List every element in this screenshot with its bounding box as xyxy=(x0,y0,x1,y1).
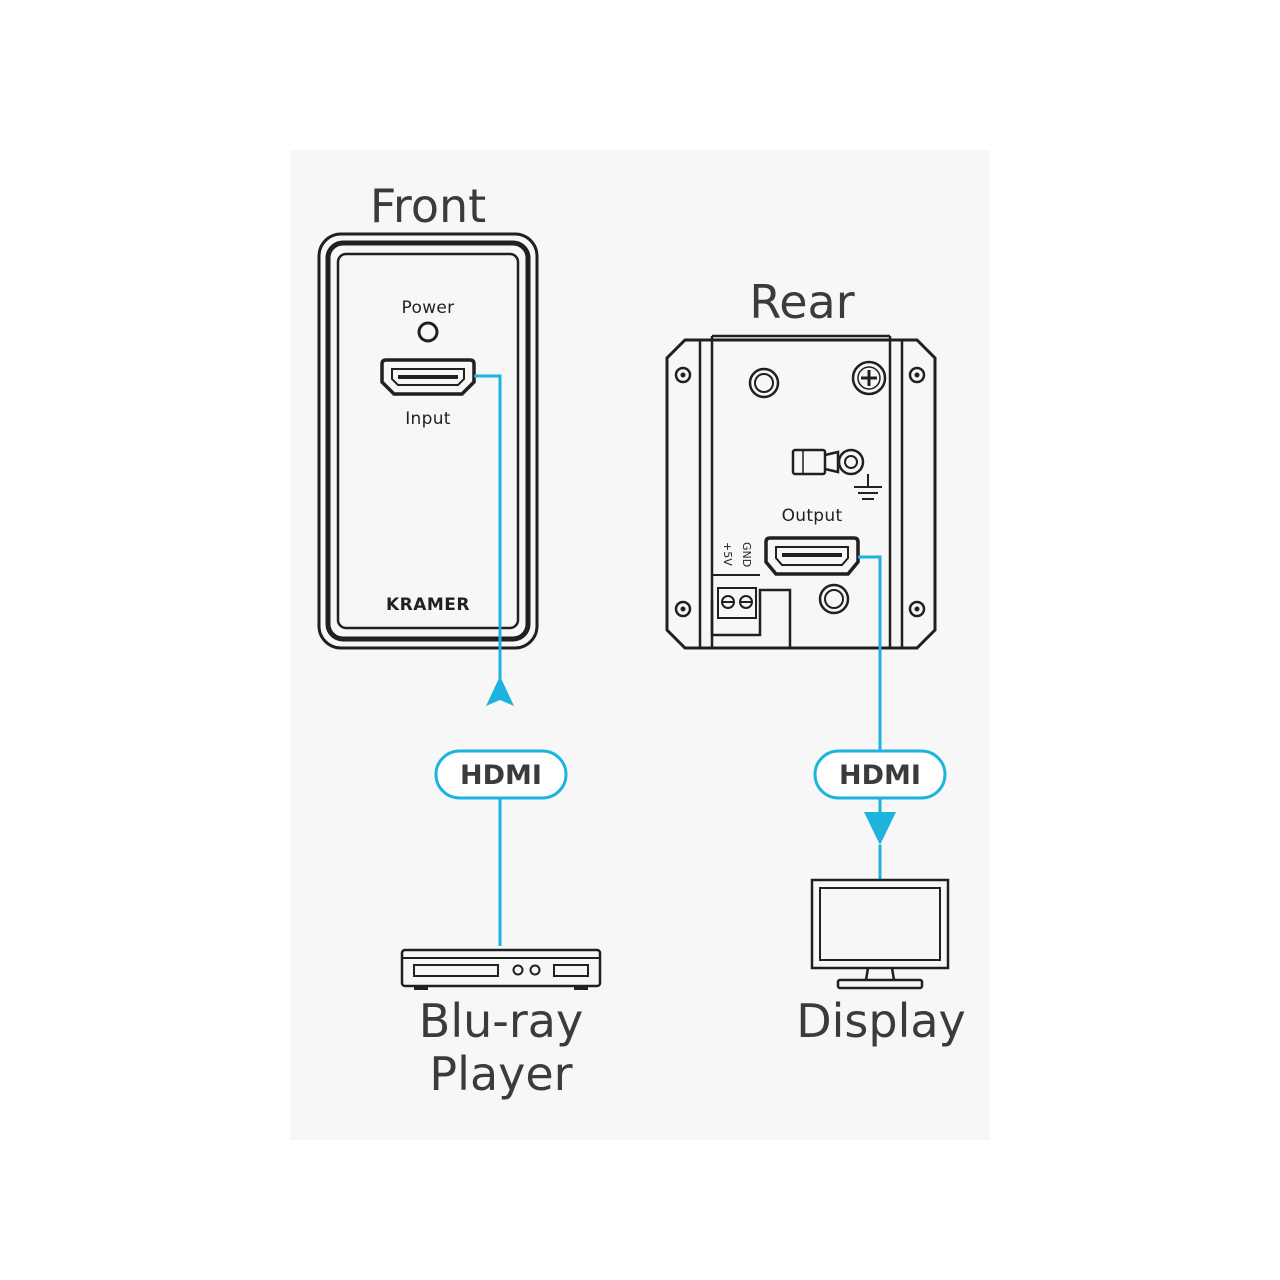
ground-lug-icon xyxy=(791,448,865,476)
rear-device xyxy=(665,334,937,650)
input-label: Input xyxy=(405,409,451,429)
sink-label: Display xyxy=(796,994,966,1048)
v5-label: +5V xyxy=(721,542,734,566)
hdmi-output-text: HDMI xyxy=(839,760,921,791)
output-cable xyxy=(858,555,896,880)
phillips-screw-icon xyxy=(851,360,887,396)
input-cable xyxy=(474,374,514,946)
power-led-icon xyxy=(417,321,439,343)
output-label: Output xyxy=(782,506,843,526)
front-device xyxy=(317,232,539,650)
gnd-label: GND xyxy=(740,542,753,567)
hdmi-output-port-icon xyxy=(764,536,860,576)
source-label-line2: Player xyxy=(429,1047,572,1101)
hdmi-input-port-icon xyxy=(380,358,476,396)
ground-symbol-icon xyxy=(854,474,882,500)
screw-hole-icon xyxy=(748,367,850,615)
terminal-screw-icon xyxy=(721,595,753,609)
power-label: Power xyxy=(402,298,455,318)
hdmi-input-text: HDMI xyxy=(460,760,542,791)
arrow-up-icon xyxy=(486,676,514,706)
rear-title: Rear xyxy=(749,275,854,329)
hdmi-input-badge: HDMI xyxy=(434,749,568,800)
source-label-line1: Blu-ray xyxy=(419,994,583,1048)
mounting-hole-icon xyxy=(674,366,926,618)
bluray-player-icon xyxy=(400,948,602,990)
kramer-logo: KRAMER xyxy=(386,595,470,615)
hdmi-output-badge: HDMI xyxy=(813,749,947,800)
display-monitor-icon xyxy=(810,878,950,990)
front-title: Front xyxy=(370,179,486,233)
background-panel xyxy=(290,150,990,1140)
arrow-down-icon xyxy=(864,812,896,845)
